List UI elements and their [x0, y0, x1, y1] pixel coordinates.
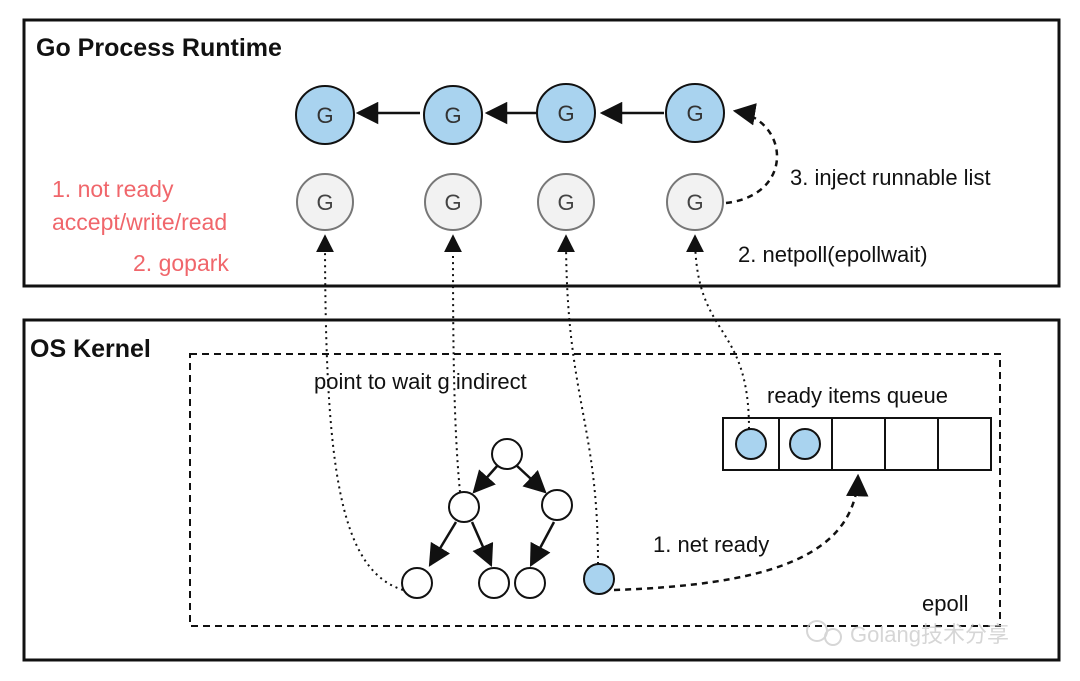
- epoll-tree: [401, 438, 615, 599]
- ready-item: [735, 428, 767, 460]
- goroutine-label: G: [444, 103, 461, 128]
- goroutine-runnable: [295, 85, 355, 145]
- tree-node: [478, 567, 510, 599]
- inject-arrow: [725, 103, 779, 205]
- not-ready-ops-label: accept/write/read: [52, 209, 227, 235]
- kernel-title: OS Kernel: [30, 335, 151, 363]
- tree-node: [514, 567, 546, 599]
- ready-items-queue: [722, 417, 992, 471]
- goroutine-waiting: [537, 173, 595, 231]
- goroutine-runnable: [423, 85, 483, 145]
- tree-edge-arrow: [515, 464, 547, 494]
- wechat-icon: [806, 620, 828, 642]
- point-to-wait-label: point to wait g indirect: [314, 369, 527, 394]
- goroutine-label: G: [444, 190, 461, 215]
- goroutine-label: G: [686, 101, 703, 126]
- ready-item: [789, 428, 821, 460]
- wait-pointer-arrow: [444, 234, 463, 493]
- tree-edge-arrow: [470, 521, 494, 568]
- runtime-title: Go Process Runtime: [36, 34, 282, 62]
- runnable-list: G G G G: [295, 83, 725, 145]
- wait-pointer-arrow: [316, 234, 404, 591]
- goroutine-label: G: [316, 103, 333, 128]
- epoll-label: epoll: [922, 591, 968, 616]
- goroutine-label: G: [557, 190, 574, 215]
- wechat-icon-secondary: [824, 628, 842, 646]
- goroutine-waiting: [296, 173, 354, 231]
- ready-queue-label: ready items queue: [767, 383, 948, 408]
- watermark: Golang技术分享: [806, 620, 1009, 647]
- ready-epitem: [583, 563, 615, 595]
- wait-pointer-arrow: [686, 234, 750, 430]
- wait-pointer-arrow: [557, 234, 599, 565]
- waiting-goroutines: G G G G: [296, 173, 724, 231]
- net-ready-arrow: [613, 473, 869, 592]
- goroutine-label: G: [686, 190, 703, 215]
- goroutine-runnable: [536, 83, 596, 143]
- goroutine-runnable: [665, 83, 725, 143]
- inject-label: 3. inject runnable list: [790, 165, 991, 190]
- not-ready-label: 1. not ready: [52, 176, 174, 202]
- tree-edge-arrow: [529, 521, 556, 567]
- tree-node: [491, 438, 523, 470]
- runtime-box: [22, 18, 1061, 288]
- tree-edge-arrow: [472, 464, 499, 494]
- goroutine-waiting: [666, 173, 724, 231]
- epoll-box: [189, 353, 1001, 627]
- tree-edge-arrow: [428, 521, 458, 567]
- watermark-text: Golang技术分享: [850, 622, 1009, 647]
- gopark-label: 2. gopark: [133, 250, 229, 276]
- goroutine-waiting: [424, 173, 482, 231]
- kernel-box: [22, 318, 1061, 662]
- tree-node: [541, 489, 573, 521]
- net-ready-label: 1. net ready: [653, 532, 769, 557]
- netpoll-label: 2. netpoll(epollwait): [738, 242, 928, 267]
- tree-node: [448, 491, 480, 523]
- goroutine-label: G: [316, 190, 333, 215]
- tree-node: [401, 567, 433, 599]
- goroutine-label: G: [557, 101, 574, 126]
- queue-frame: [722, 417, 992, 471]
